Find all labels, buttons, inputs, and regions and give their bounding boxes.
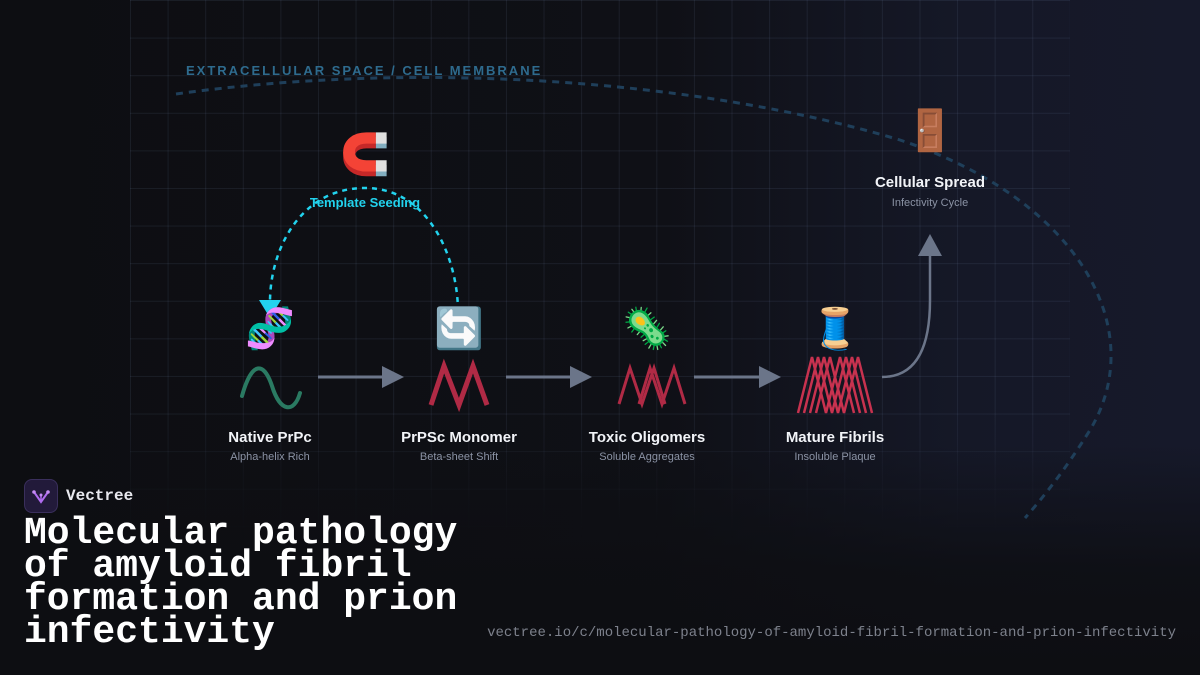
vectree-logo-icon: [24, 479, 58, 513]
region-label: EXTRACELLULAR SPACE / CELL MEMBRANE: [186, 63, 543, 78]
stage-title-cellular-spread: Cellular Spread: [874, 174, 986, 191]
microbe-icon: 🦠: [622, 306, 672, 352]
stage-subtitle-toxic-oligomers: Soluble Aggregates: [599, 451, 695, 463]
stage-subtitle-native-prpc: Alpha-helix Rich: [230, 451, 310, 463]
seeding-arrowhead: [259, 300, 281, 318]
dna-icon: 🧬: [245, 306, 295, 352]
stage-title-toxic-oligomers: Toxic Oligomers: [588, 429, 706, 446]
stage-title-mature-fibrils: Mature Fibrils: [785, 429, 885, 446]
stage-title-prpsc-monomer: PrPSc Monomer: [401, 429, 517, 446]
seeding-label: Template Seeding: [309, 195, 421, 210]
beta-sheet-shape: [428, 358, 490, 413]
page-title: Molecular pathology of amyloid fibril fo…: [24, 512, 458, 654]
stage-title-native-prpc: Native PrPc: [228, 429, 312, 446]
brand-name: Vectree: [66, 487, 134, 505]
seeding-loop: [268, 186, 460, 313]
bottom-fade: [0, 445, 1200, 675]
oligomer-shape: [617, 363, 687, 409]
refresh-icon: 🔄: [434, 306, 484, 352]
fibril-shape: [796, 356, 874, 414]
arrow-3-head: [759, 366, 781, 388]
stage-subtitle-mature-fibrils: Insoluble Plaque: [794, 451, 876, 463]
brand[interactable]: Vectree: [24, 479, 133, 513]
spread-arrow: [881, 254, 932, 379]
membrane-boundary: [175, 75, 1113, 519]
stage-subtitle-cellular-spread: Infectivity Cycle: [891, 197, 969, 209]
door-icon: 🚪: [905, 108, 955, 154]
arrow-2-head: [570, 366, 592, 388]
thread-icon: 🧵: [810, 306, 860, 352]
page-url[interactable]: vectree.io/c/molecular-pathology-of-amyl…: [487, 625, 1176, 641]
arrow-1-head: [382, 366, 404, 388]
magnet-icon: 🧲: [340, 132, 390, 178]
alpha-helix-shape: [240, 366, 302, 410]
spread-arrowhead: [918, 234, 942, 256]
stage-subtitle-prpsc-monomer: Beta-sheet Shift: [419, 451, 499, 463]
